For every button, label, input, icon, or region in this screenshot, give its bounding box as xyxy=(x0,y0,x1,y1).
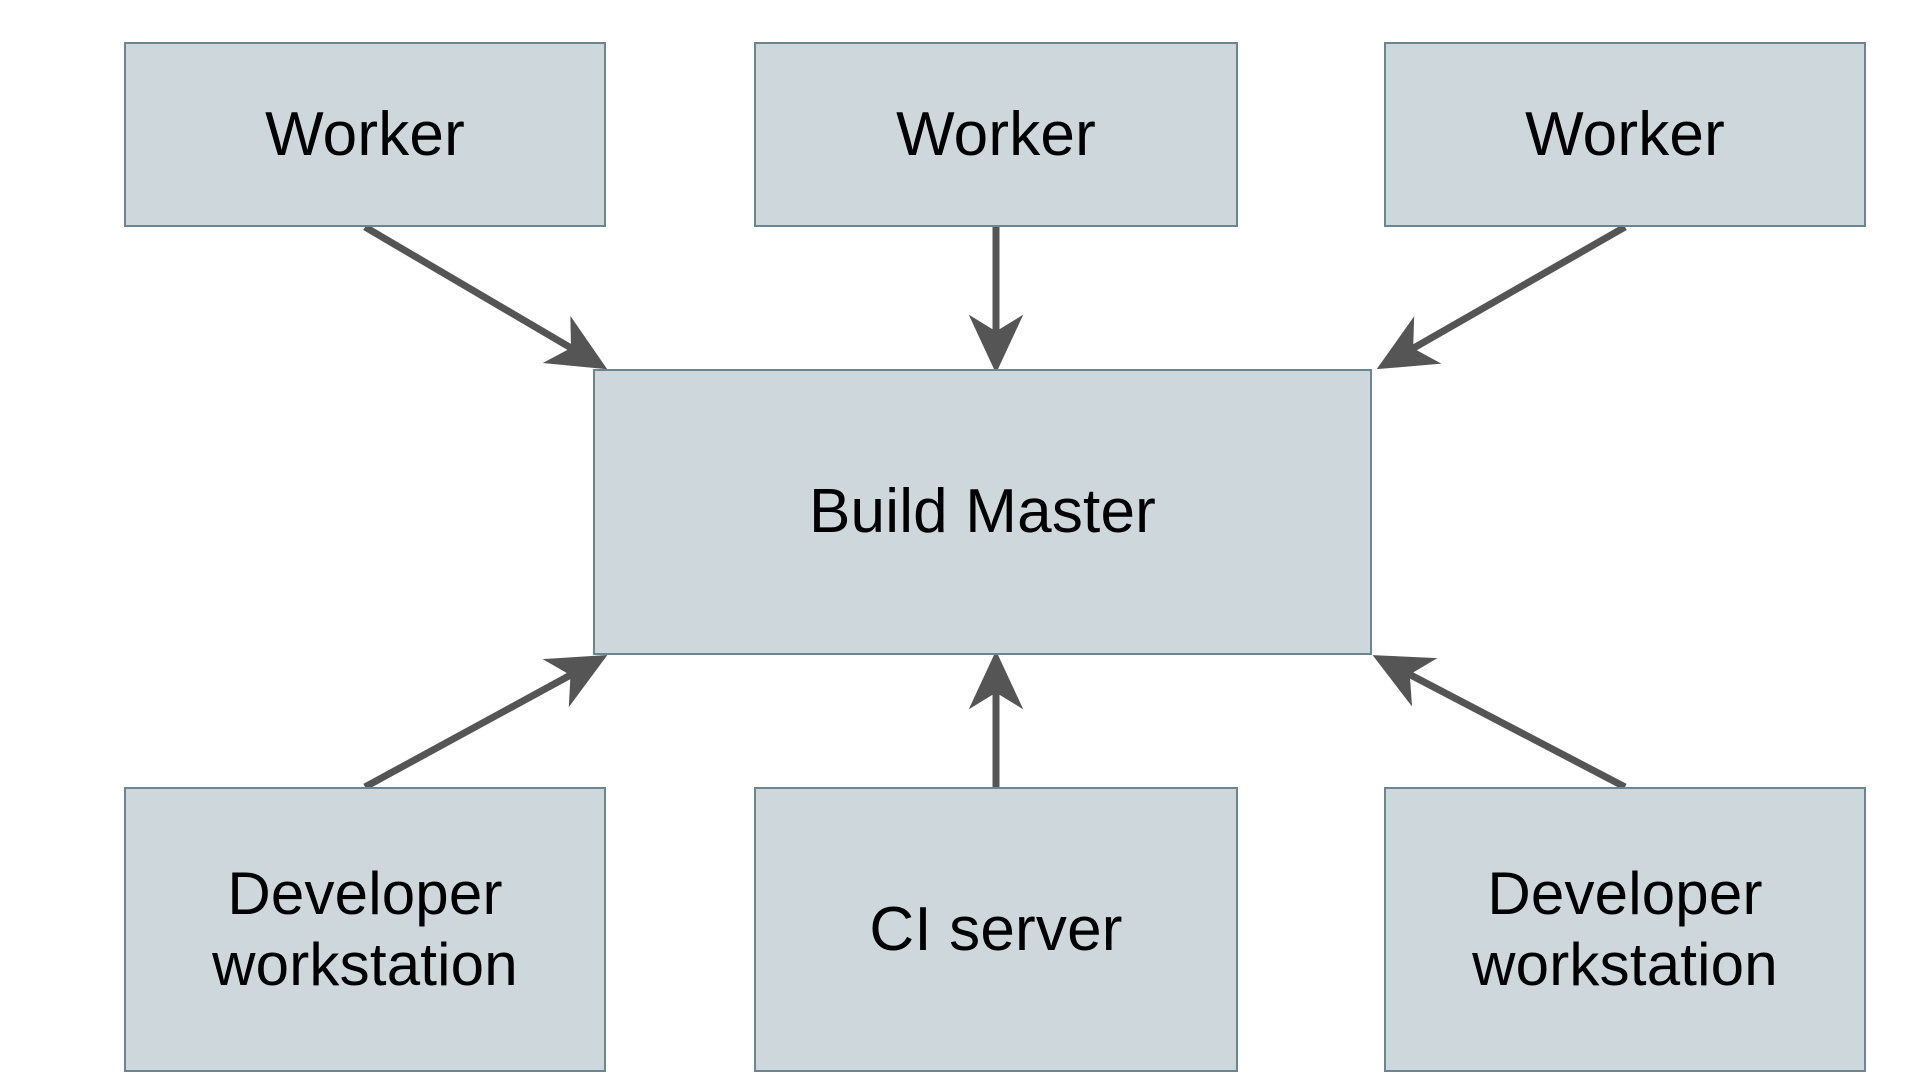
node-label-ci-server: CI server xyxy=(869,894,1123,964)
node-label-build-master: Build Master xyxy=(809,477,1156,547)
node-label-dev-ws-right: Developer workstation xyxy=(1472,859,1778,998)
edge-devleft-to-master xyxy=(363,654,608,791)
node-dev-ws-right[interactable]: Developer workstation xyxy=(1384,787,1866,1072)
node-worker-1[interactable]: Worker xyxy=(124,42,606,227)
node-label-worker-1: Worker xyxy=(265,99,465,169)
node-label-dev-ws-left: Developer workstation xyxy=(212,859,518,998)
edge-worker1-to-master xyxy=(363,223,608,370)
edge-devright-to-master xyxy=(1372,655,1627,791)
edge-worker3-to-master xyxy=(1376,223,1627,370)
node-ci-server[interactable]: CI server xyxy=(754,787,1238,1072)
node-label-worker-2: Worker xyxy=(896,99,1096,169)
node-dev-ws-left[interactable]: Developer workstation xyxy=(124,787,606,1072)
node-build-master[interactable]: Build Master xyxy=(593,369,1372,655)
node-worker-2[interactable]: Worker xyxy=(754,42,1238,227)
node-label-worker-3: Worker xyxy=(1525,99,1725,169)
node-worker-3[interactable]: Worker xyxy=(1384,42,1866,227)
